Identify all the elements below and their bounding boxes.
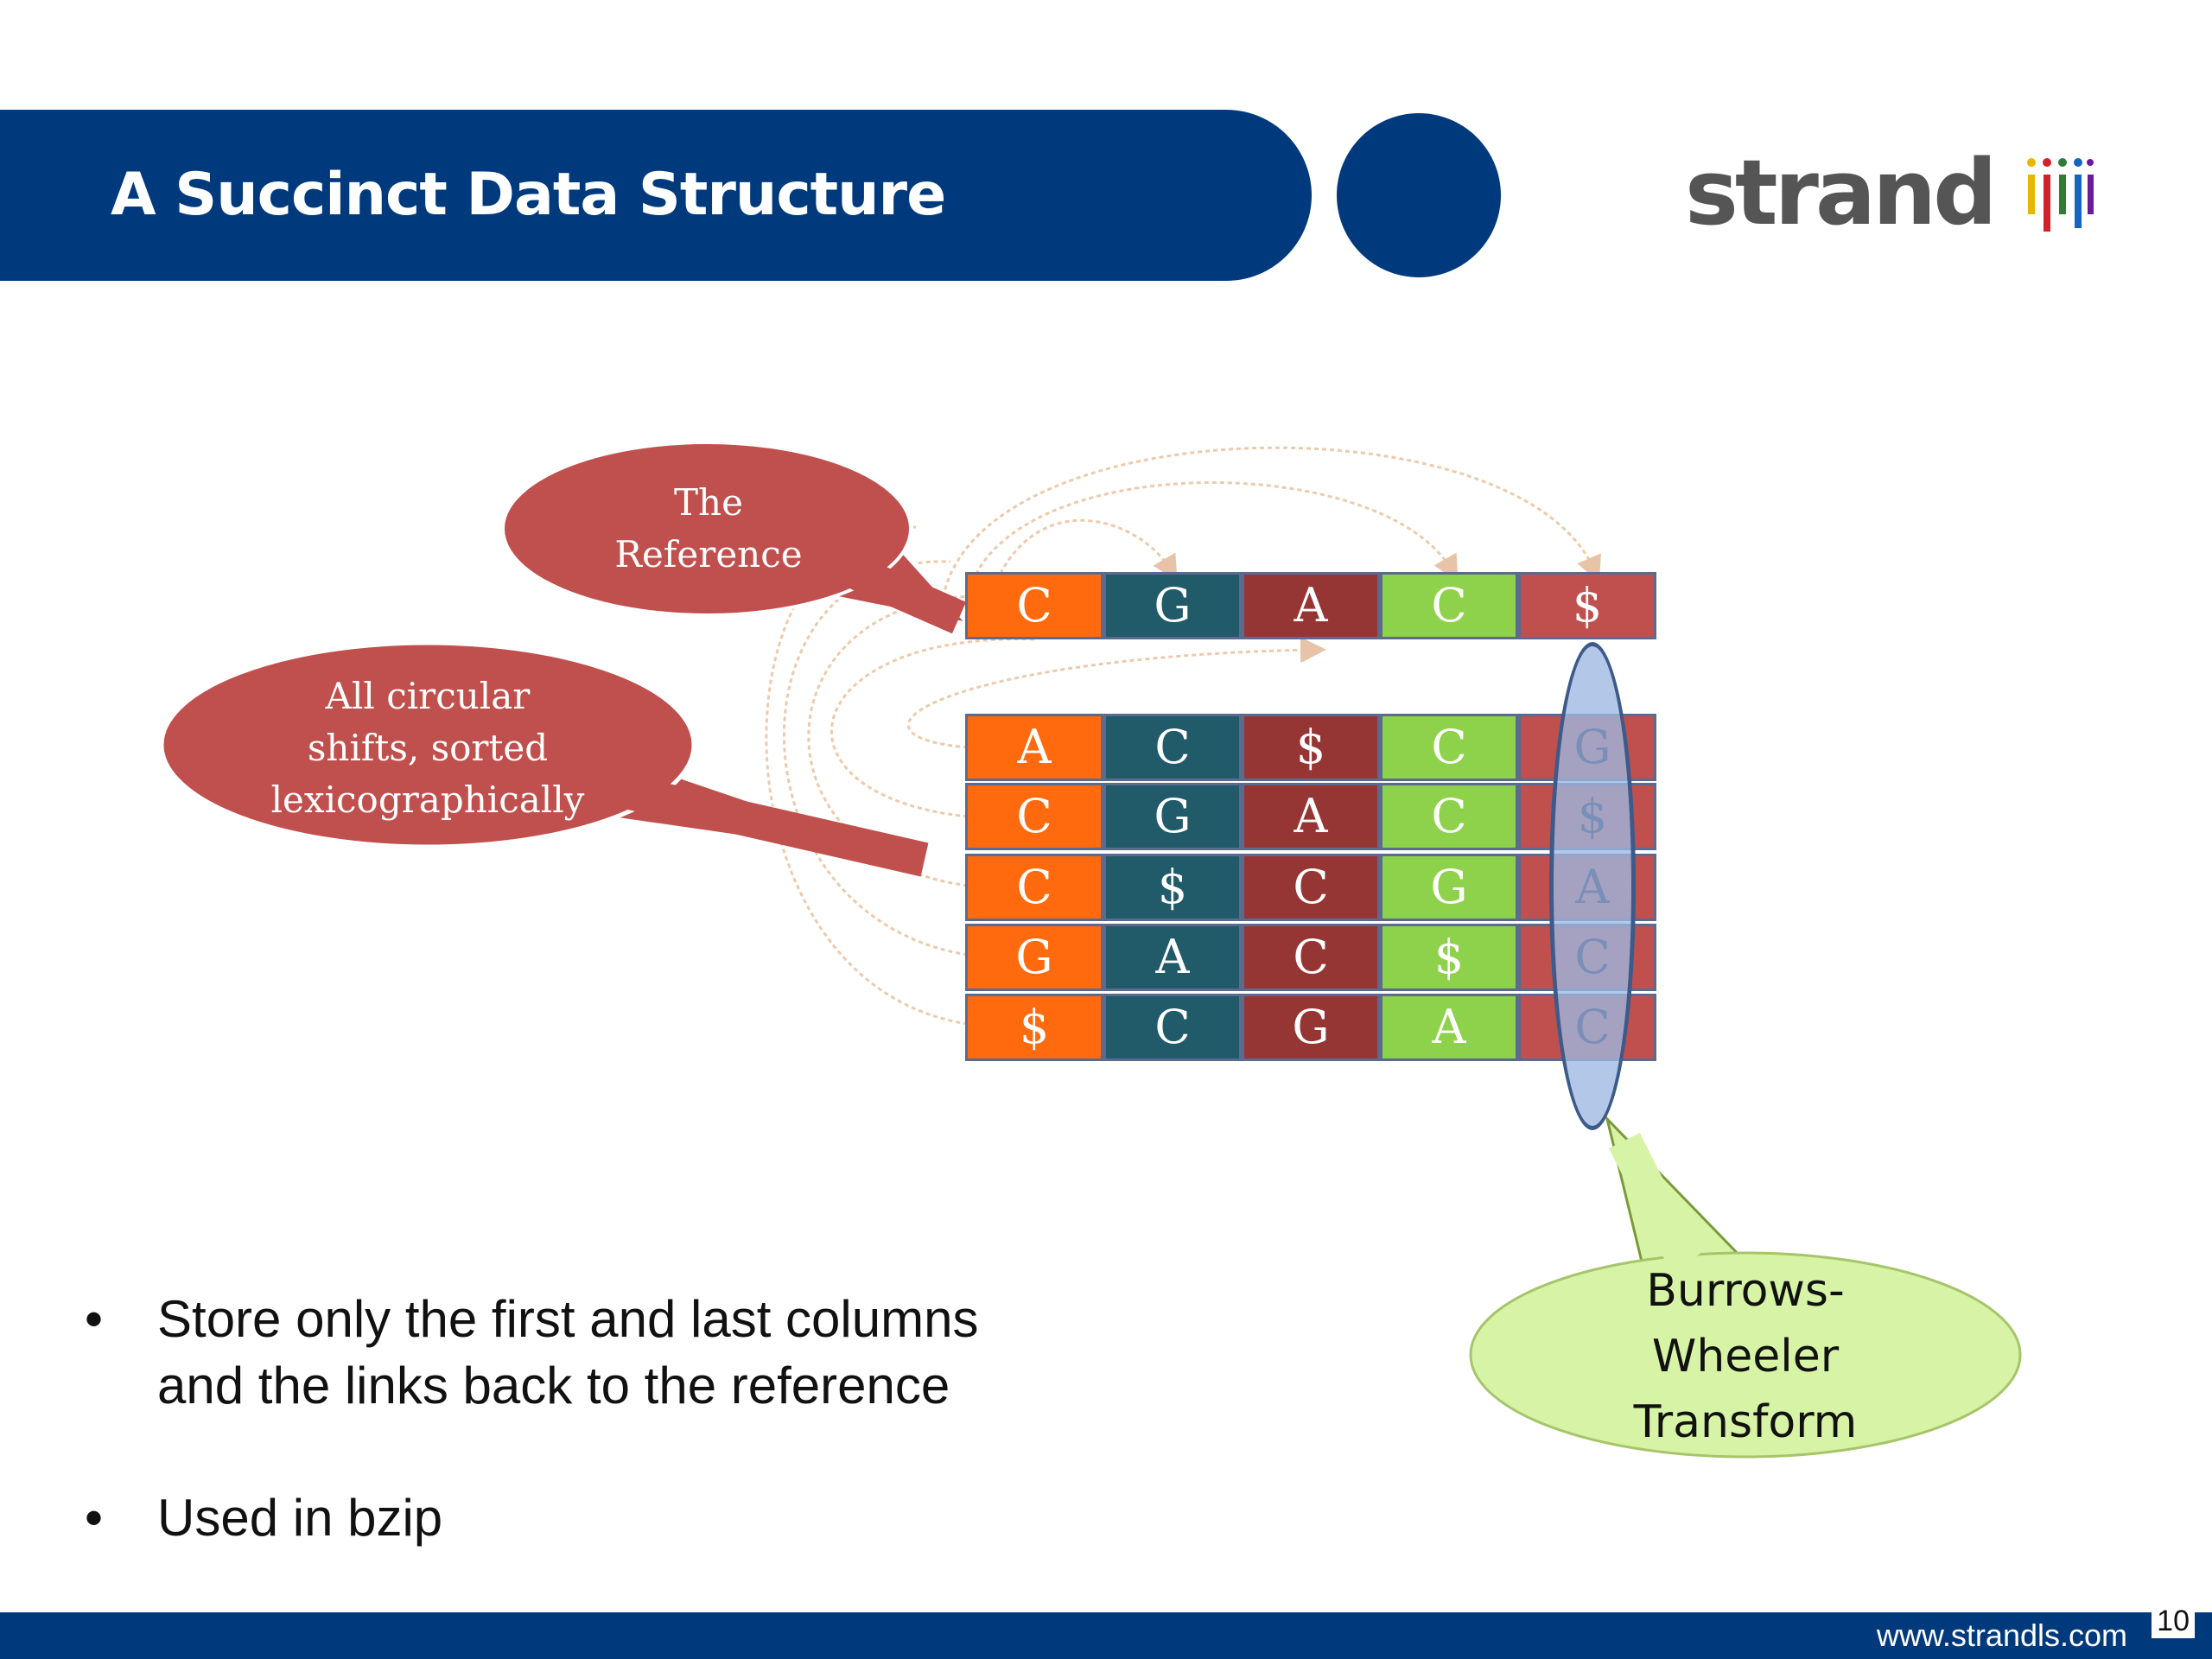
matrix-cell: A bbox=[1380, 994, 1518, 1061]
matrix-cell: G bbox=[965, 924, 1103, 991]
matrix-cell: C bbox=[1380, 783, 1518, 850]
matrix-cell: G bbox=[1242, 994, 1380, 1061]
callout-reference-text: The Reference bbox=[614, 481, 803, 575]
matrix-cell: $ bbox=[965, 994, 1103, 1061]
reference-cell: C bbox=[1380, 572, 1518, 639]
matrix-cell: C bbox=[965, 783, 1103, 850]
bwt-letter: A bbox=[1575, 860, 1610, 914]
matrix-cell: G bbox=[1380, 854, 1518, 921]
reference-cell: A bbox=[1242, 572, 1380, 639]
matrix-cell: C bbox=[965, 854, 1103, 921]
reference-cell: $ bbox=[1518, 572, 1656, 639]
bwt-letter: C bbox=[1574, 1000, 1611, 1054]
bullet-dot-icon: • bbox=[85, 1290, 104, 1348]
matrix-cell: C bbox=[1380, 714, 1518, 781]
matrix-cell: C bbox=[1103, 714, 1242, 781]
footer-url[interactable]: www.strandls.com bbox=[1876, 1618, 2127, 1653]
logo-wordmark: strand bbox=[1685, 140, 1998, 245]
matrix-cell: $ bbox=[1242, 714, 1380, 781]
callout-shifts bbox=[159, 640, 943, 877]
bwt-letter: C bbox=[1574, 930, 1611, 984]
matrix-cell: $ bbox=[1380, 924, 1518, 991]
bullet-item: • Store only the first and last columns … bbox=[85, 1286, 1122, 1419]
title-circle bbox=[1337, 113, 1501, 277]
logo-bars-icon bbox=[2027, 158, 2094, 232]
bullet-list: • Store only the first and last columns … bbox=[85, 1286, 1122, 1551]
bwt-letter: $ bbox=[1577, 789, 1608, 843]
footer-bar bbox=[0, 1612, 2212, 1659]
callout-shifts-text: All circular shifts, sorted lexicographi… bbox=[270, 675, 585, 821]
bwt-letter: G bbox=[1573, 720, 1611, 774]
matrix-cell: C bbox=[1242, 924, 1380, 991]
matrix-cell: A bbox=[965, 714, 1103, 781]
matrix-cell: G bbox=[1103, 783, 1242, 850]
reference-cell: C bbox=[965, 572, 1103, 639]
callout-bwt bbox=[1469, 1115, 2022, 1459]
matrix-cell: A bbox=[1103, 924, 1242, 991]
matrix-cell: $ bbox=[1103, 854, 1242, 921]
matrix-cell: A bbox=[1242, 783, 1380, 850]
title-bar bbox=[0, 110, 1312, 281]
bullet-dot-icon: • bbox=[85, 1489, 104, 1547]
slide-title: A Succinct Data Structure bbox=[111, 161, 946, 229]
reference-cell: G bbox=[1103, 572, 1242, 639]
strand-logo: strand bbox=[1685, 145, 2100, 240]
bwt-column-highlight bbox=[1549, 642, 1636, 1130]
matrix-cell: C bbox=[1103, 994, 1242, 1061]
bullet-item: • Used in bzip bbox=[85, 1484, 1122, 1551]
page-number: 10 bbox=[2152, 1604, 2195, 1638]
callout-reference bbox=[501, 441, 973, 634]
callout-bwt-text: Burrows- Wheeler Transform bbox=[1633, 1265, 1858, 1448]
matrix-cell: C bbox=[1242, 854, 1380, 921]
